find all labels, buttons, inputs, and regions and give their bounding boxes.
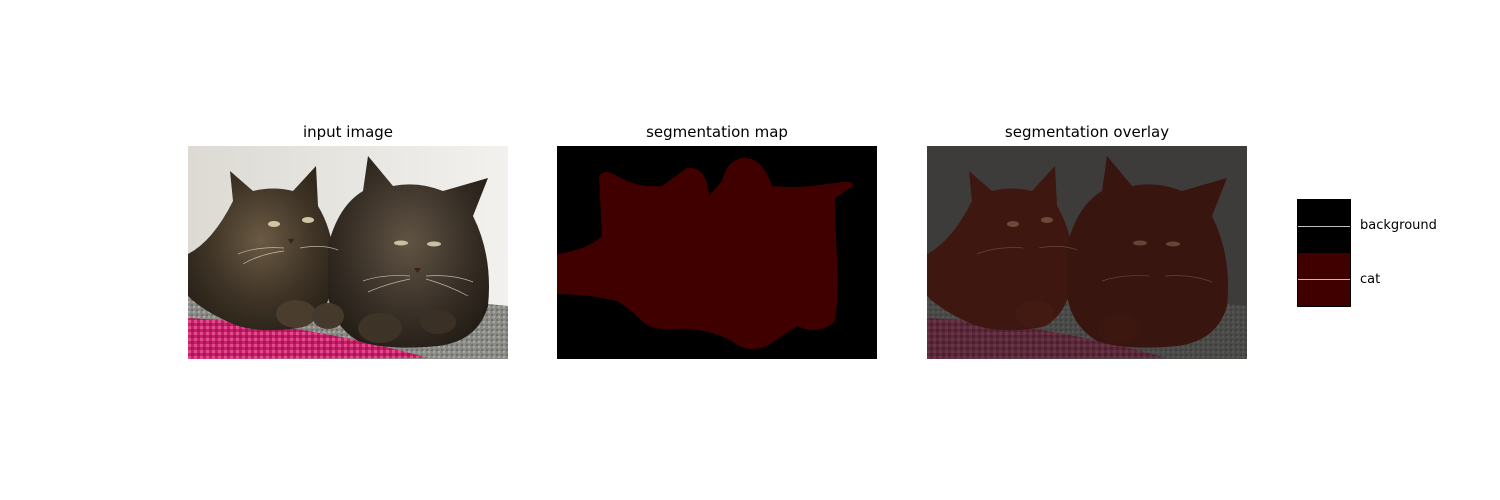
kittens-photo	[188, 146, 508, 359]
input-image-title: input image	[302, 123, 394, 141]
overlay-image	[927, 146, 1247, 359]
segmentation-mask	[557, 146, 877, 359]
input-image-panel	[188, 146, 508, 359]
legend-label-background: background	[1360, 218, 1437, 233]
class-legend	[1297, 199, 1351, 307]
segmentation-map-title: segmentation map	[646, 123, 788, 141]
legend-tick	[1298, 226, 1350, 227]
segmentation-overlay-title: segmentation overlay	[1004, 123, 1170, 141]
segmentation-overlay-panel	[927, 146, 1247, 359]
cat-region	[557, 157, 854, 350]
segmentation-map-panel	[557, 146, 877, 359]
legend-label-cat: cat	[1360, 272, 1381, 287]
legend-tick	[1298, 279, 1350, 280]
